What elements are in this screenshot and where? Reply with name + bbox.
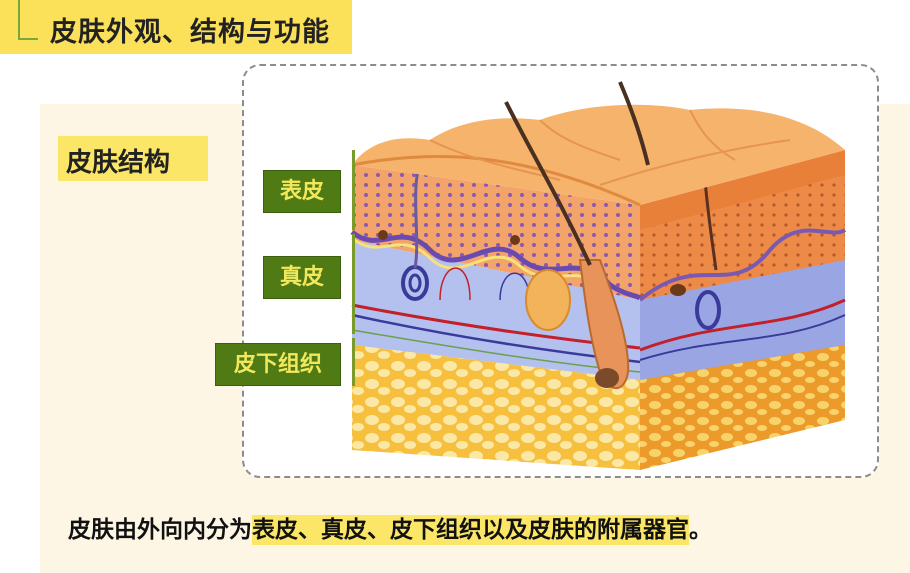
page-title: 皮肤外观、结构与功能 bbox=[50, 17, 330, 48]
caption-prefix: 皮肤由外向内分为 bbox=[68, 517, 252, 543]
caption-suffix: 。 bbox=[689, 517, 712, 543]
title-corner-mark bbox=[18, 0, 38, 40]
title-bar: 皮肤外观、结构与功能 bbox=[0, 0, 352, 54]
front-face bbox=[350, 165, 642, 470]
section-title: 皮肤结构 bbox=[66, 148, 171, 178]
side-face bbox=[638, 150, 847, 470]
subcutis-bracket bbox=[346, 338, 355, 386]
dermis-bracket bbox=[346, 234, 355, 334]
caption: 皮肤由外向内分为表皮、真皮、皮下组织以及皮肤的附属器官。 bbox=[68, 510, 712, 545]
label-epidermis: 表皮 bbox=[263, 170, 341, 213]
section-title-box: 皮肤结构 bbox=[58, 136, 208, 181]
caption-highlight: 表皮、真皮、皮下组织以及皮肤的附属器官 bbox=[252, 515, 689, 545]
label-subcutaneous: 皮下组织 bbox=[215, 343, 341, 386]
epidermis-bracket bbox=[346, 150, 355, 230]
label-dermis: 真皮 bbox=[263, 256, 341, 299]
hair-shaft bbox=[618, 81, 650, 166]
hair-shaft bbox=[504, 101, 592, 266]
